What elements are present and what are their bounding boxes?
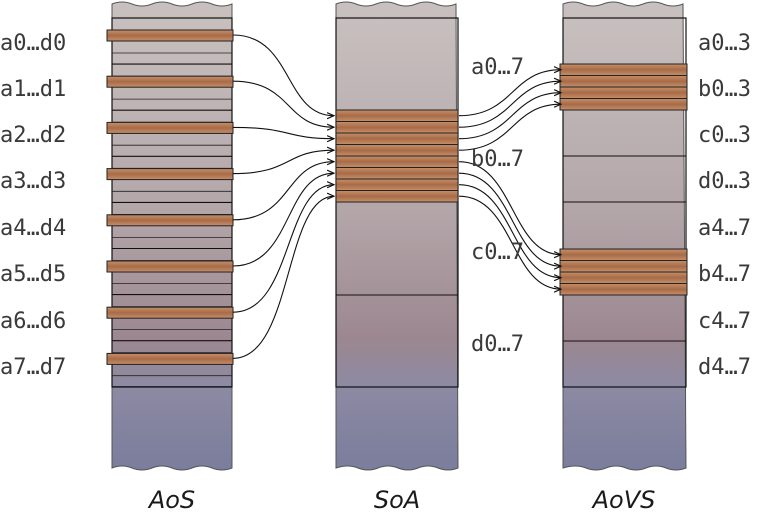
soa-to-aovs-arrow <box>458 172 561 266</box>
aos-highlight-band <box>106 306 234 319</box>
soa-to-aovs-arrow <box>458 93 561 140</box>
soa-column <box>335 1 459 471</box>
aovs-highlight-band <box>559 271 688 284</box>
aovs-highlight-band <box>559 86 688 99</box>
aos-column <box>106 1 234 471</box>
aovs-column-body <box>562 1 687 471</box>
aos-to-soa-arrow <box>232 185 334 313</box>
aos-to-soa-arrow <box>232 34 334 116</box>
aos-to-soa-arrow <box>232 173 334 267</box>
aos-highlight-bands <box>106 29 234 365</box>
soa-highlight-band <box>335 132 459 145</box>
soa-column-body <box>335 1 459 471</box>
aovs-title: AoVS <box>591 486 656 514</box>
aos-label: a1…d1 <box>0 77 66 102</box>
aos-to-soa-arrow <box>232 196 334 359</box>
aovs-highlight-band <box>559 260 688 273</box>
aovs-label: a0…3 <box>698 31 751 56</box>
aovs-highlight-band <box>559 248 688 261</box>
soa-highlight-band <box>335 190 459 203</box>
soa-to-aovs-arrow <box>458 195 561 289</box>
aos-title: AoS <box>147 486 195 514</box>
aovs-highlight-bands <box>559 63 688 296</box>
aovs-label: a4…7 <box>698 216 751 241</box>
aos-label: a3…d3 <box>0 169 66 194</box>
aos-label: a4…d4 <box>0 216 66 241</box>
aos-highlight-band <box>106 214 234 227</box>
aos-column-body <box>111 1 233 471</box>
aos-label: a6…d6 <box>0 309 66 334</box>
soa-label: c0…7 <box>471 240 524 265</box>
aos-label: a7…d7 <box>0 355 66 380</box>
aovs-label: d4…7 <box>698 355 751 380</box>
aos-highlight-band <box>106 75 234 88</box>
aos-label: a0…d0 <box>0 31 66 56</box>
aos-highlight-band <box>106 260 234 273</box>
soa-highlight-band <box>335 155 459 168</box>
aovs-highlight-band <box>559 63 688 76</box>
aos-to-soa-arrow <box>232 162 334 221</box>
connector-arrows <box>232 34 561 359</box>
aovs-label: b4…7 <box>698 262 751 287</box>
soa-highlight-band <box>335 167 459 180</box>
aos-highlight-band <box>106 29 234 42</box>
aos-labels: a0…d0 a1…d1 a2…d2 a3…d3 a4…d4 a5…d5 a6…d… <box>0 31 66 380</box>
soa-title: SoA <box>374 486 420 514</box>
aos-to-soa-arrow <box>232 126 334 138</box>
aovs-highlight-band <box>559 283 688 296</box>
aovs-highlight-band <box>559 75 688 88</box>
aovs-label: c0…3 <box>698 123 751 148</box>
soa-to-aovs-arrow <box>458 70 561 117</box>
aovs-label: c4…7 <box>698 309 751 334</box>
soa-highlight-band <box>335 144 459 157</box>
soa-highlight-band <box>335 109 459 122</box>
soa-to-aovs-arrow <box>458 184 561 278</box>
soa-labels: a0…7 b0…7 c0…7 d0…7 <box>471 55 524 357</box>
aos-highlight-band <box>106 121 234 134</box>
aovs-highlight-band <box>559 98 688 111</box>
aovs-label: d0…3 <box>698 169 751 194</box>
soa-highlight-bands <box>335 109 459 203</box>
soa-to-aovs-arrow <box>458 161 561 255</box>
aos-to-soa-arrow <box>232 150 334 175</box>
aovs-label: b0…3 <box>698 77 751 102</box>
aovs-labels: a0…3 b0…3 c0…3 d0…3 a4…7 b4…7 c4…7 d4…7 <box>698 31 751 380</box>
soa-highlight-band <box>335 121 459 134</box>
aos-highlight-band <box>106 352 234 365</box>
soa-to-aovs-arrow <box>458 81 561 128</box>
soa-label: a0…7 <box>471 55 524 80</box>
aovs-column <box>559 1 688 471</box>
soa-label: b0…7 <box>471 147 524 172</box>
aos-label: a5…d5 <box>0 262 66 287</box>
soa-label: d0…7 <box>471 332 524 357</box>
soa-highlight-band <box>335 178 459 191</box>
aos-highlight-band <box>106 168 234 181</box>
aos-to-soa-arrow <box>232 80 334 127</box>
soa-to-aovs-arrow <box>458 104 561 151</box>
aos-label: a2…d2 <box>0 123 66 148</box>
